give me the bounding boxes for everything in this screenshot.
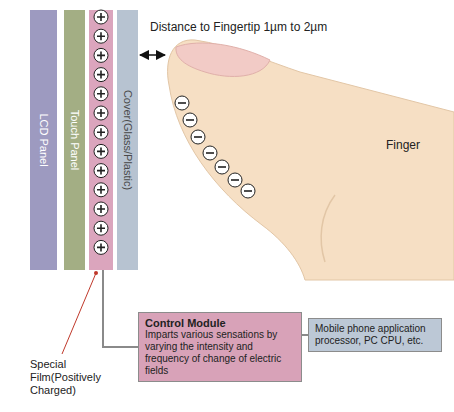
connector-line [103, 270, 138, 347]
special-film [89, 10, 113, 270]
minus-charge [228, 173, 242, 187]
processor-box: Mobile phone application processor, PC C… [308, 318, 442, 352]
distance-arrow [140, 54, 165, 56]
plus-charge [94, 240, 108, 254]
part-label: Finger [386, 138, 420, 152]
minus-charge [183, 113, 197, 127]
band-label: LCD Panel [38, 113, 50, 166]
plus-charge [94, 106, 108, 120]
finger-crease [321, 195, 335, 262]
minus-charge [191, 130, 205, 144]
special-film-node: Special Film(Positively Charged) [89, 10, 113, 270]
control-module-box: Control ModuleImparts various sensations… [138, 312, 302, 382]
minus-charge [175, 96, 189, 110]
finger-shape [168, 40, 454, 280]
minus-charge [241, 184, 255, 198]
plus-charge [94, 202, 108, 216]
lcd-panel-band: LCD Panel [30, 10, 57, 270]
cover-band: Cover(Glass/Plastic) [117, 10, 138, 270]
band-label: Touch Panel [69, 110, 81, 171]
leader-line [62, 273, 96, 354]
plus-charge [94, 29, 108, 43]
box-text: Mobile phone application processor, PC C… [315, 323, 435, 347]
positive-charges [94, 10, 108, 254]
minus-charge [203, 146, 217, 160]
box-heading: Control Module [145, 317, 295, 329]
band-label: Cover(Glass/Plastic) [122, 90, 134, 190]
negative-charges [175, 96, 255, 198]
plus-charge [94, 144, 108, 158]
fingernail [176, 43, 270, 76]
plus-charge [94, 10, 108, 24]
callout-label: Special Film(Positively Charged) [30, 358, 122, 397]
plus-charge [94, 87, 108, 101]
plus-charge [94, 48, 108, 62]
touch-panel-band: Touch Panel [64, 10, 85, 270]
minus-charge [215, 160, 229, 174]
plus-charge [94, 221, 108, 235]
plus-charge [94, 125, 108, 139]
box-text: Imparts various sensations by varying th… [145, 329, 295, 377]
plus-charge [94, 183, 108, 197]
plus-charge [94, 164, 108, 178]
distance-label: Distance to Fingertip 1µm to 2µm [150, 20, 327, 34]
plus-charge [94, 68, 108, 82]
leader-dot [94, 271, 98, 275]
